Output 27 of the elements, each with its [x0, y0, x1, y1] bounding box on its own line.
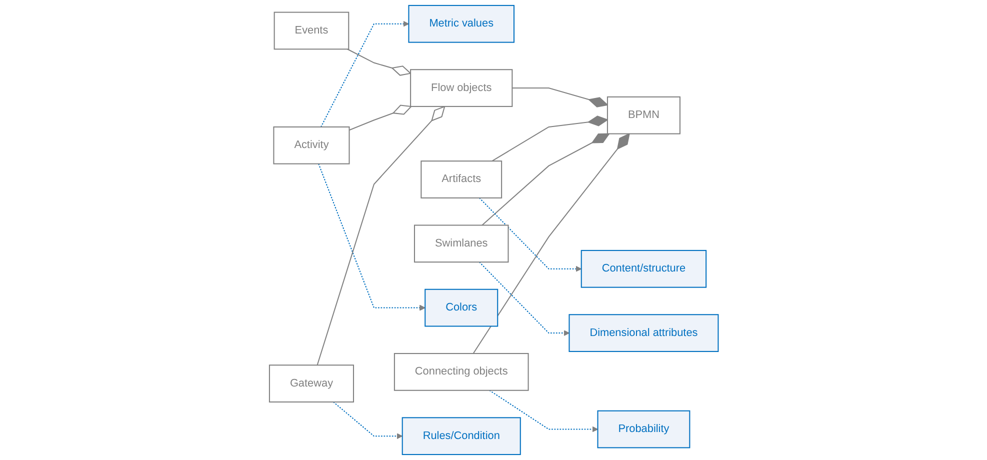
arrow: [478, 262, 570, 336]
arrow: [332, 402, 402, 440]
node-box: Activity: [272, 126, 350, 164]
connector: [316, 106, 445, 366]
arrow: [318, 164, 426, 311]
node-box: Rules/Condition: [402, 417, 521, 456]
arrow: [320, 20, 409, 128]
connector: [346, 48, 411, 76]
node-box: Connecting objects: [394, 353, 528, 391]
node-box: Gateway: [268, 364, 354, 402]
node-box: Dimensional attributes: [568, 314, 718, 352]
arrow: [488, 390, 598, 432]
connector: [348, 104, 412, 131]
connector: [491, 116, 608, 162]
node-box: Metric values: [408, 4, 514, 43]
node-box: Swimlanes: [414, 224, 508, 263]
connector: [481, 133, 610, 226]
node-box: Events: [273, 12, 349, 50]
node-box: BPMN: [606, 96, 680, 134]
node-box: Artifacts: [420, 160, 502, 198]
node-box: Probability: [596, 410, 690, 448]
node-box: Colors: [424, 288, 498, 327]
connector: [472, 133, 630, 354]
arrow: [478, 198, 582, 272]
node-box: Content/structure: [580, 250, 706, 288]
connector: [512, 88, 608, 108]
node-box: Flow objects: [410, 69, 512, 107]
